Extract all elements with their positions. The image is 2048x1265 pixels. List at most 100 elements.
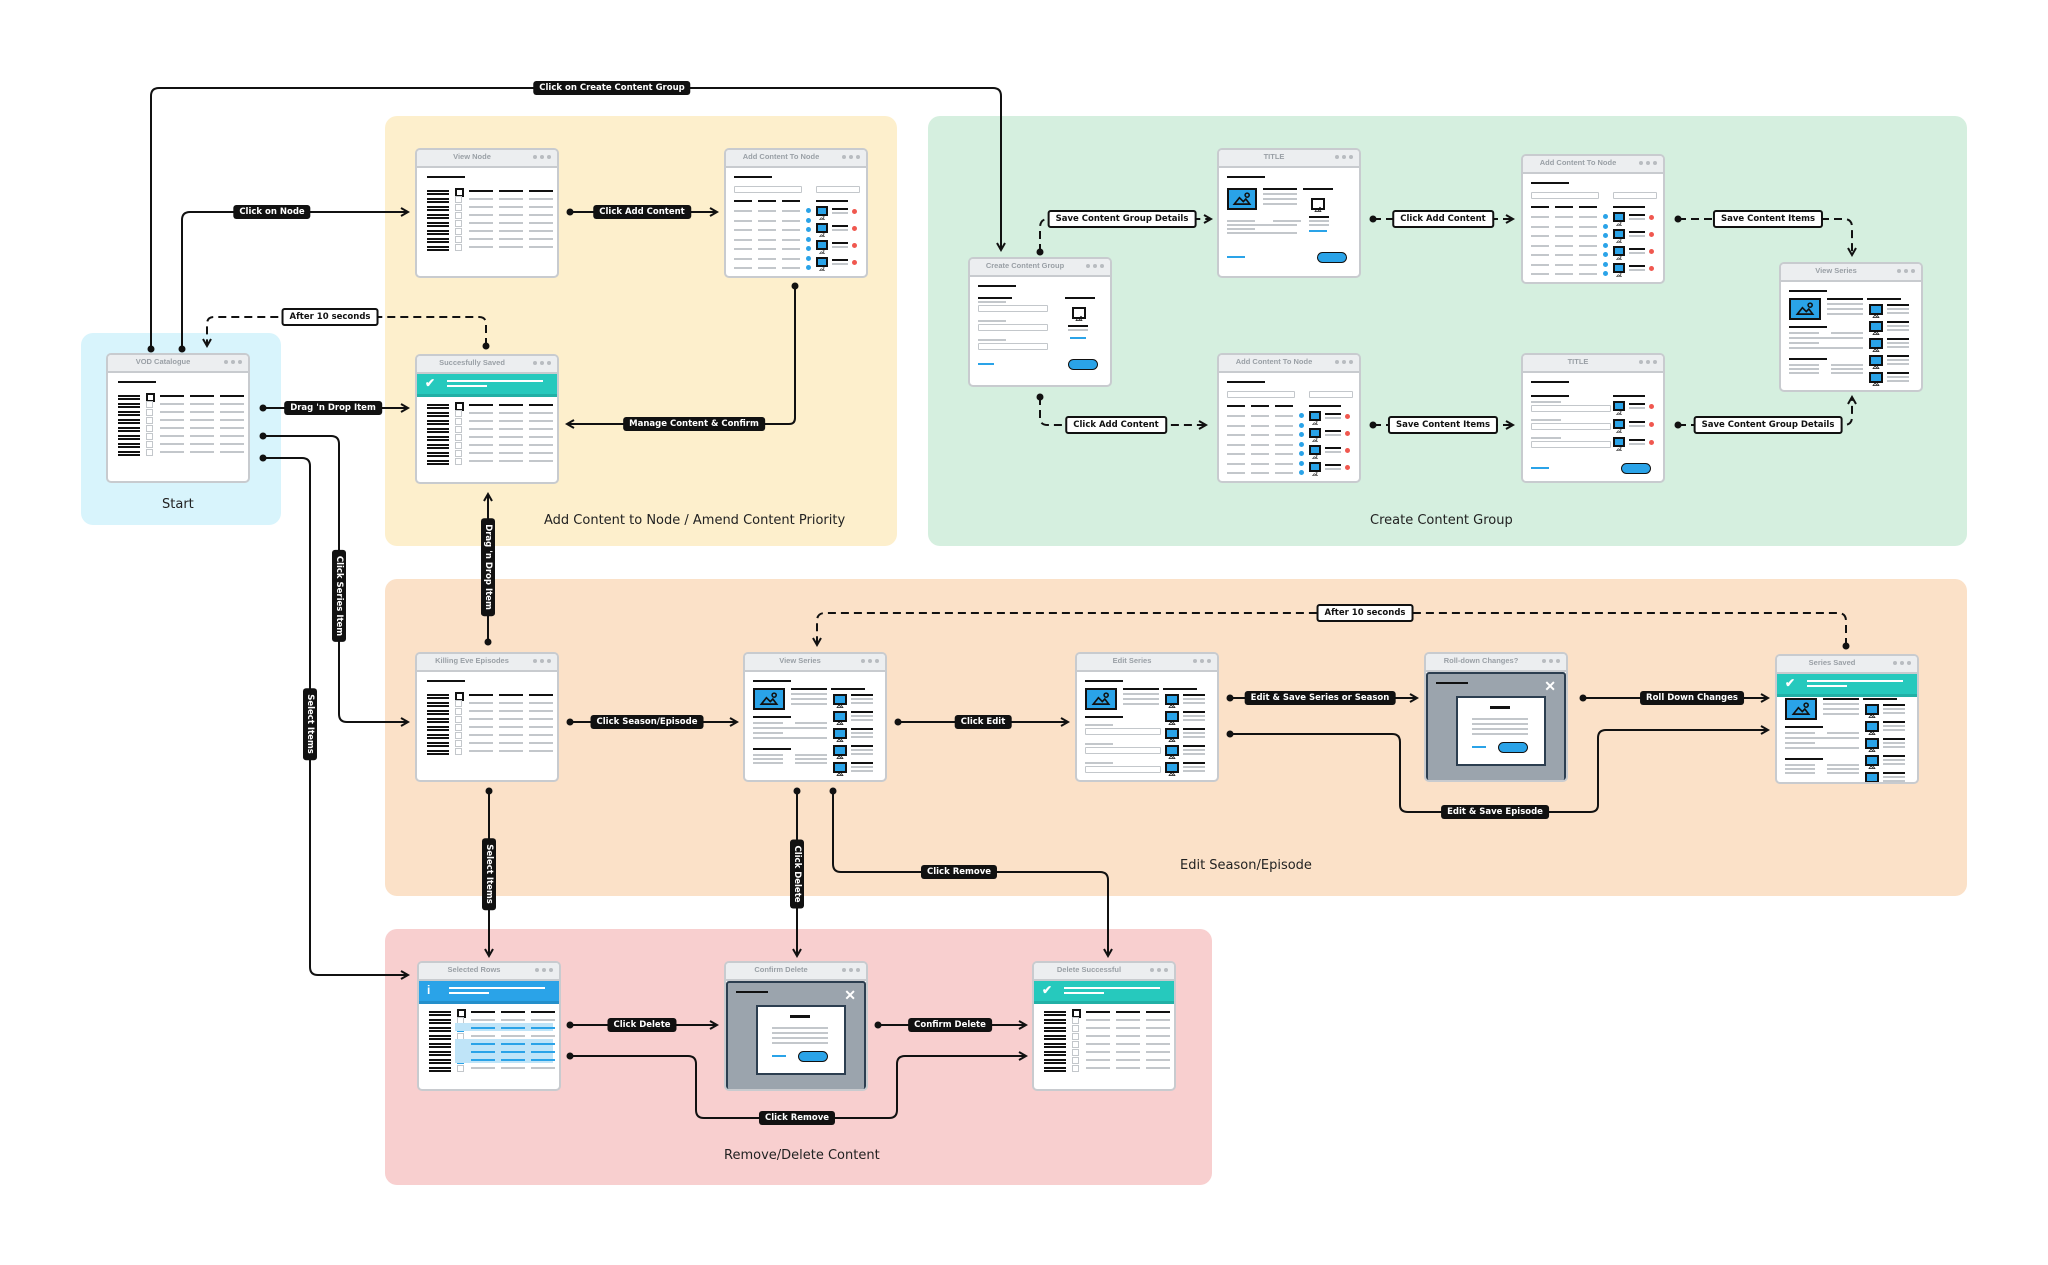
cell-line — [469, 694, 493, 696]
screen-view-series-1: View Series — [1779, 262, 1923, 392]
cell-line — [529, 246, 553, 248]
item-sub-line — [1883, 776, 1905, 778]
close-icon[interactable]: ✕ — [844, 987, 856, 1003]
cell-line — [1275, 453, 1293, 455]
cell-line — [1579, 254, 1597, 256]
cell-line — [782, 248, 800, 250]
item-title-line — [1883, 772, 1905, 774]
screen-title: Add Content To Node — [1235, 357, 1313, 366]
remove-dot — [852, 243, 857, 248]
image-placeholder-icon — [1865, 755, 1879, 769]
cell-line — [160, 435, 184, 437]
cell-line — [529, 726, 553, 728]
text-line — [1263, 203, 1297, 205]
item-sub-line — [1183, 736, 1205, 738]
screen-title: View Series — [1815, 266, 1857, 275]
cell-line — [220, 451, 244, 453]
cell-line — [529, 452, 553, 454]
row-checkbox — [146, 441, 153, 448]
row-checkbox — [455, 434, 462, 441]
cell-line — [1555, 235, 1573, 237]
cell-line — [531, 1011, 555, 1013]
row-label-line — [1044, 1043, 1066, 1045]
row-checkbox — [455, 716, 462, 723]
image-placeholder-icon — [1865, 704, 1879, 718]
label-after-10-seconds-1: After 10 seconds — [281, 308, 379, 326]
drag-handle-dot — [1299, 451, 1304, 456]
cell-line — [1116, 1043, 1140, 1045]
item-title-line — [1887, 355, 1909, 357]
cell-line — [1275, 424, 1293, 427]
image-placeholder-icon — [1165, 694, 1179, 708]
heading-line — [753, 680, 791, 682]
row-label-line — [1044, 1019, 1066, 1021]
cell-line — [1555, 263, 1573, 266]
text-line — [1785, 732, 1815, 734]
image-placeholder-icon — [1865, 738, 1879, 752]
label-click-season-episode: Click Season/Episode — [590, 715, 704, 729]
image-placeholder-icon — [833, 694, 847, 708]
line — [1309, 224, 1329, 226]
image-placeholder-icon — [1613, 419, 1625, 433]
item-title-line — [1183, 745, 1205, 747]
item-sub-line — [832, 246, 848, 248]
cell-line — [160, 395, 184, 397]
cell-line — [529, 198, 553, 200]
cell-line — [499, 710, 523, 712]
row-label-line — [427, 428, 449, 430]
row-checkbox — [1072, 1025, 1079, 1032]
banner-text-line — [1807, 680, 1903, 682]
close-icon[interactable]: ✕ — [1544, 678, 1556, 694]
window-dots-icon — [842, 968, 860, 972]
cell-line — [1146, 1043, 1170, 1045]
row-label-line — [427, 721, 449, 723]
remove-dot — [1649, 422, 1654, 427]
remove-dot — [852, 260, 857, 265]
banner-text-line — [1064, 987, 1160, 989]
item-sub-line — [1183, 715, 1205, 717]
cell-line — [1275, 415, 1293, 417]
cell-line — [1555, 225, 1573, 228]
column-header — [782, 200, 800, 202]
screen-title: Create Content Group — [985, 261, 1065, 270]
dialog-text-line — [1472, 733, 1528, 735]
item-sub-line — [851, 719, 873, 721]
dialog-text-line — [1472, 723, 1528, 725]
notification-banner: ✔ — [417, 374, 557, 397]
column-header — [1275, 405, 1293, 407]
window-dots-icon — [1542, 659, 1560, 663]
heading-line — [118, 381, 156, 383]
text-line — [1123, 703, 1159, 705]
row-label-line — [429, 1030, 451, 1032]
cell-line — [1555, 216, 1573, 218]
confirm-button — [798, 1051, 828, 1062]
item-sub-line — [1887, 342, 1909, 344]
screen-series-saved: Series Saved✔ — [1775, 654, 1919, 784]
row-label-line — [427, 415, 449, 417]
cell-line — [469, 206, 493, 208]
screen-vod-catalogue: VOD Catalogue — [106, 353, 250, 483]
cell-line — [1227, 453, 1245, 455]
cell-line — [1275, 462, 1293, 465]
search-field — [734, 186, 802, 193]
row-label-line — [118, 454, 140, 456]
cell-line — [469, 444, 493, 446]
text-line — [1123, 688, 1159, 690]
region-label-start: Start — [162, 497, 194, 512]
item-sub-line — [1883, 759, 1905, 761]
text-line — [1827, 772, 1859, 774]
image-placeholder-icon — [1869, 355, 1883, 369]
row-checkbox — [146, 449, 153, 456]
image-placeholder-icon — [1309, 445, 1321, 459]
item-title-line — [1629, 403, 1645, 405]
text-line — [1827, 308, 1863, 310]
row-label-line — [427, 217, 449, 219]
image-placeholder-icon — [833, 728, 847, 742]
cell-line — [1086, 1035, 1110, 1037]
cell-line — [531, 1035, 555, 1037]
cell-line — [190, 411, 214, 413]
drag-handle-dot — [1603, 233, 1608, 238]
item-sub-line — [1883, 742, 1905, 744]
cell-line — [499, 214, 523, 216]
cell-line — [529, 404, 553, 406]
